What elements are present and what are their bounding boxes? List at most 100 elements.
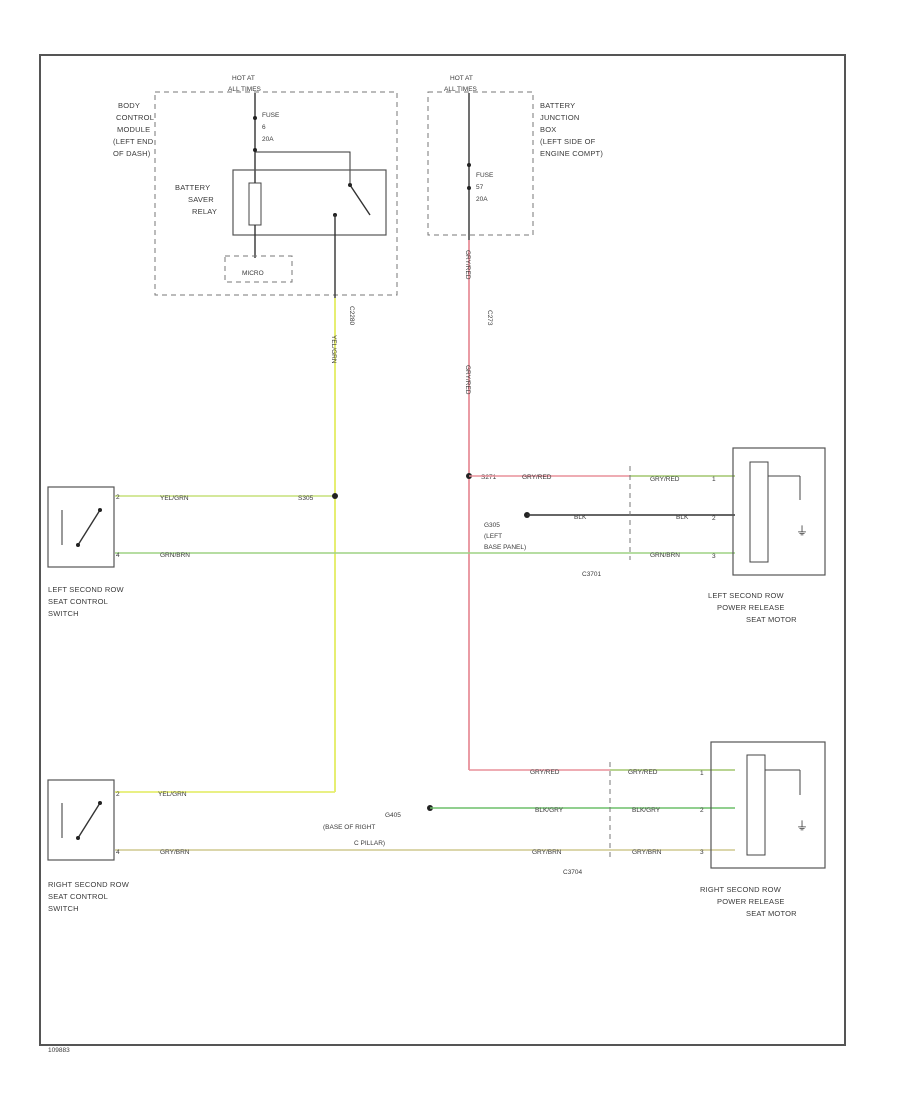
- relay-label: SAVER: [188, 195, 214, 204]
- bcm-label-line: OF DASH): [113, 149, 151, 158]
- bjb-hot-label: HOT AT: [450, 75, 473, 82]
- right-motor-label: SEAT MOTOR: [746, 909, 797, 918]
- left-motor-label: SEAT MOTOR: [746, 615, 797, 624]
- fuse-57-label: FUSE: [476, 172, 494, 179]
- right-gry-red-label: GRY/RED: [530, 769, 560, 776]
- micro-box: [224, 255, 293, 283]
- right-gry-brn-label: GRY/BRN: [160, 849, 190, 856]
- g405-label: C PILLAR): [354, 840, 385, 847]
- left-motor-label: LEFT SECOND ROW: [708, 591, 785, 600]
- relay-coil: [248, 182, 262, 226]
- micro-label: MICRO: [242, 270, 264, 277]
- c3701-label: C3701: [582, 571, 602, 578]
- bjb-label-line: JUNCTION: [540, 113, 580, 122]
- c273-label: C273: [486, 310, 493, 326]
- left-switch-pin: 2: [116, 494, 120, 501]
- right-motor-label: RIGHT SECOND ROW: [700, 885, 782, 894]
- left-motor-pin: 2: [712, 515, 716, 522]
- right-gry-brn-label-3: GRY/BRN: [632, 849, 662, 856]
- bcm-label-line: CONTROL: [116, 113, 154, 122]
- left-switch-label: SEAT CONTROL: [48, 597, 108, 606]
- battery-saver-relay: [232, 169, 387, 236]
- gry-red-wire-label: GRY/RED: [464, 250, 471, 280]
- relay-label: BATTERY: [175, 183, 210, 192]
- fuse-57-terminal: [467, 186, 471, 190]
- fuse-6-label: FUSE: [262, 112, 280, 119]
- s305-splice: [332, 493, 338, 499]
- right-yel-grn-label: YEL/GRN: [158, 791, 187, 798]
- right-motor-pin: 2: [700, 807, 704, 814]
- yel-grn-wire-label: YEL/GRN: [330, 335, 337, 364]
- right-gry-brn-label-2: GRY/BRN: [532, 849, 562, 856]
- right-motor-label: POWER RELEASE: [717, 897, 785, 906]
- right-switch-label: SEAT CONTROL: [48, 892, 108, 901]
- body-control-module-box: [154, 91, 398, 296]
- fuse-6-terminal: [253, 116, 257, 120]
- left-gry-red-label: GRY/RED: [522, 474, 552, 481]
- right-motor-pin: 1: [700, 770, 704, 777]
- left-gry-red-label-2: GRY/RED: [650, 476, 680, 483]
- relay-label: RELAY: [192, 207, 217, 216]
- right-switch-pin: 4: [116, 849, 120, 856]
- motor-symbol-icon: ⏚: [796, 524, 808, 538]
- fuse-57-terminal: [467, 163, 471, 167]
- left-grn-brn-label-2: GRN/BRN: [650, 552, 680, 559]
- bcm-hot-label: HOT AT: [232, 75, 255, 82]
- fuse-6-number: 6: [262, 124, 266, 131]
- fuse-57-rating: 20A: [476, 196, 488, 203]
- left-grn-brn-label: GRN/BRN: [160, 552, 190, 559]
- left-seat-motor: ⏚ 1 2 3: [712, 447, 826, 576]
- bcm-label: BODY CONTROL MODULE (LEFT END OF DASH): [113, 101, 154, 158]
- diagram-frame: [39, 54, 846, 1046]
- right-switch-label: RIGHT SECOND ROW: [48, 880, 130, 889]
- relay-contact-dot: [348, 183, 352, 187]
- left-yel-grn-label: YEL/GRN: [160, 495, 189, 502]
- g305-label: BASE PANEL): [484, 544, 526, 551]
- bjb-label: BATTERY JUNCTION BOX (LEFT SIDE OF ENGIN…: [540, 101, 603, 158]
- left-switch-pin: 4: [116, 552, 120, 559]
- bjb-hot-label-2: ALL TIMES: [444, 86, 478, 93]
- battery-junction-box: [427, 91, 534, 236]
- bjb-label-line: (LEFT SIDE OF: [540, 137, 596, 146]
- left-switch-label: SWITCH: [48, 609, 79, 618]
- motor-symbol-icon: ⏚: [796, 819, 808, 833]
- fuse-57-number: 57: [476, 184, 484, 191]
- bjb-label-line: ENGINE COMPT): [540, 149, 603, 158]
- g305-label: G305: [484, 522, 500, 529]
- right-seat-motor: ⏚ 1 2 3: [700, 741, 826, 869]
- left-blk-label: BLK: [574, 514, 587, 521]
- bcm-hot-label-2: ALL TIMES: [228, 86, 262, 93]
- g405-label: G405: [385, 812, 401, 819]
- s305-label: S305: [298, 495, 314, 502]
- bcm-label-line: (LEFT END: [113, 137, 154, 146]
- right-motor-pin: 3: [700, 849, 704, 856]
- c3704-label: C3704: [563, 869, 583, 876]
- fuse-6-terminal: [253, 148, 257, 152]
- c2280-label: C2280: [348, 306, 355, 326]
- s271-label: S271: [481, 474, 497, 481]
- bcm-label-line: BODY: [118, 101, 140, 110]
- left-blk-label-2: BLK: [676, 514, 689, 521]
- right-blk-gry-label: BLK/GRY: [535, 807, 564, 814]
- bjb-label-line: BATTERY: [540, 101, 575, 110]
- relay-switch-feed: [255, 151, 351, 183]
- left-switch-label: LEFT SECOND ROW: [48, 585, 125, 594]
- right-blk-gry-label-2: BLK/GRY: [632, 807, 661, 814]
- right-gry-red-label-2: GRY/RED: [628, 769, 658, 776]
- g305-label: (LEFT: [484, 533, 502, 540]
- left-motor-label: POWER RELEASE: [717, 603, 785, 612]
- bcm-label-line: MODULE: [117, 125, 150, 134]
- bjb-label-line: BOX: [540, 125, 556, 134]
- left-motor-pin: 1: [712, 476, 716, 483]
- left-seat-control-switch: 2 4: [47, 486, 120, 568]
- right-switch-pin: 2: [116, 791, 120, 798]
- g405-label: (BASE OF RIGHT: [323, 824, 375, 831]
- fuse-6-rating: 20A: [262, 136, 274, 143]
- relay-switch-contact: [349, 184, 371, 216]
- left-motor-pin: 3: [712, 553, 716, 560]
- figure-id: 109883: [48, 1047, 70, 1054]
- right-switch-label: SWITCH: [48, 904, 79, 913]
- gry-red-wire-label-2: GRY/RED: [464, 365, 471, 395]
- right-seat-control-switch: 2 4: [47, 779, 120, 861]
